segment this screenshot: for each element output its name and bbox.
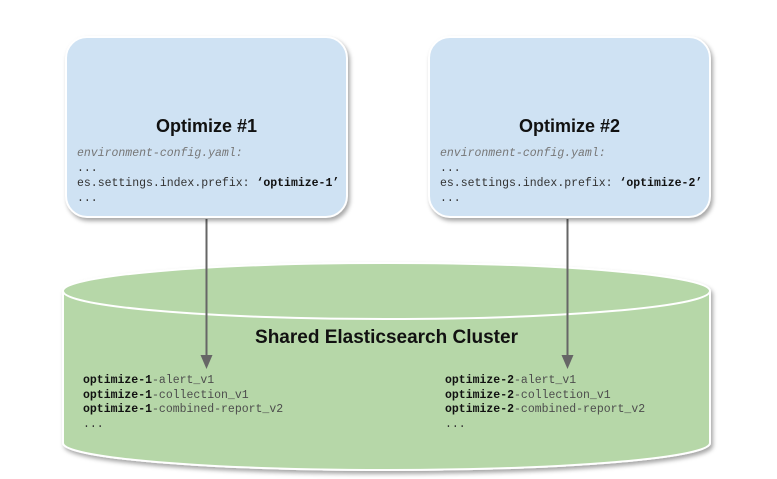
index-row: optimize-2-collection_v1 <box>445 389 645 404</box>
index-suffix: -combined-report_v2 <box>514 403 646 416</box>
elasticsearch-cylinder <box>62 262 711 471</box>
index-row: optimize-1-collection_v1 <box>83 389 283 404</box>
config-filename: environment-config.yaml: <box>77 147 243 160</box>
config-ellipsis: ... <box>440 192 461 205</box>
index-row: optimize-2-alert_v1 <box>445 374 645 389</box>
index-prefix: optimize-1 <box>83 403 153 416</box>
config-prefix-line: es.settings.index.prefix: ‘optimize-1’ <box>77 176 340 191</box>
config-ellipsis: ... <box>440 162 461 175</box>
index-row: optimize-1-combined-report_v2 <box>83 403 283 418</box>
optimize-1-index-list: optimize-1-alert_v1 optimize-1-collectio… <box>83 374 283 432</box>
index-ellipsis: ... <box>83 417 104 431</box>
index-suffix: -alert_v1 <box>152 374 215 387</box>
index-row: optimize-2-combined-report_v2 <box>445 403 645 418</box>
config-value: ‘optimize-1’ <box>256 177 340 190</box>
cylinder-top-rim <box>62 290 711 320</box>
index-suffix: -collection_v1 <box>152 388 249 402</box>
optimize-2-index-list: optimize-2-alert_v1 optimize-2-collectio… <box>445 374 645 432</box>
config-key: es.settings.index.prefix: <box>440 177 620 190</box>
index-row: optimize-1-alert_v1 <box>83 374 283 389</box>
cylinder-body <box>62 262 711 471</box>
optimize-1-node: Optimize #1 environment-config.yaml: ...… <box>65 36 348 218</box>
index-prefix: optimize-1 <box>83 388 153 402</box>
arrow-optimize-2 <box>561 219 574 369</box>
config-key: es.settings.index.prefix: <box>77 177 257 190</box>
arrow-optimize-1 <box>200 219 213 369</box>
optimize-2-config: environment-config.yaml: ... es.settings… <box>440 146 703 206</box>
optimize-1-config: environment-config.yaml: ... es.settings… <box>77 146 340 206</box>
optimize-2-node: Optimize #2 environment-config.yaml: ...… <box>428 36 711 218</box>
index-ellipsis: ... <box>445 417 466 431</box>
config-filename: environment-config.yaml: <box>440 147 606 160</box>
index-suffix: -collection_v1 <box>514 388 611 402</box>
cluster-title: Shared Elasticsearch Cluster <box>255 327 518 348</box>
index-prefix: optimize-2 <box>445 388 515 402</box>
index-prefix: optimize-2 <box>445 374 515 387</box>
optimize-2-title: Optimize #2 <box>518 116 621 136</box>
config-ellipsis: ... <box>77 162 98 175</box>
index-suffix: -alert_v1 <box>514 374 577 387</box>
config-ellipsis: ... <box>77 192 98 205</box>
index-prefix: optimize-2 <box>445 403 515 416</box>
config-value: ‘optimize-2’ <box>619 177 703 190</box>
optimize-1-title: Optimize #1 <box>155 116 258 136</box>
index-prefix: optimize-1 <box>83 374 153 387</box>
index-suffix: -combined-report_v2 <box>152 403 284 416</box>
config-prefix-line: es.settings.index.prefix: ‘optimize-2’ <box>440 176 703 191</box>
